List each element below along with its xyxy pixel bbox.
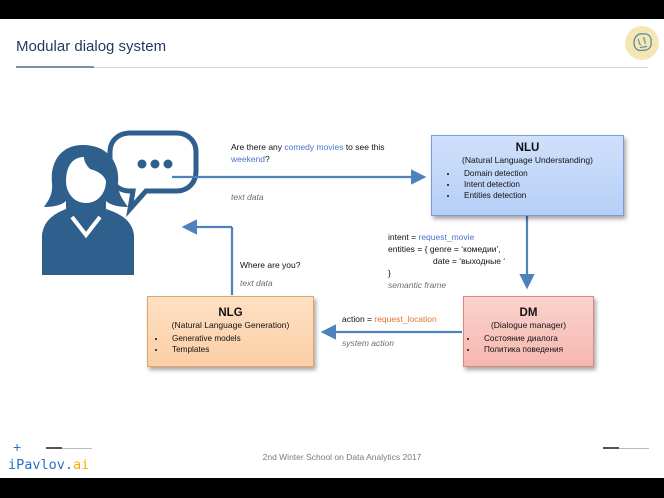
nlg-title: NLG — [218, 307, 243, 319]
brand-main: iPavlov. — [8, 457, 74, 473]
query-part: to see this — [343, 142, 385, 152]
frame-intent-key: intent = — [388, 232, 419, 242]
query-part: ? — [265, 154, 270, 164]
footer-deco-line — [603, 448, 649, 449]
nlu-title: NLU — [515, 142, 540, 154]
nlg-list: Generative models Templates — [148, 333, 313, 355]
nlu-subtitle: (Natural Language Understanding) — [462, 155, 593, 165]
frame-close: } — [388, 268, 391, 278]
dm-subtitle: (Dialogue manager) — [490, 320, 567, 330]
title-divider-accent — [16, 66, 94, 68]
brand-ai: ai — [73, 457, 90, 473]
dm-list: Состояние диалога Политика поведения — [464, 333, 593, 355]
nlg-box: NLG (Natural Language Generation) Genera… — [147, 296, 314, 367]
nlu-item: Intent detection — [458, 179, 623, 190]
nlu-item: Domain detection — [458, 168, 623, 179]
reply-text: Where are you? — [240, 260, 301, 270]
user-query-text: Are there any comedy movies to see this … — [231, 141, 411, 165]
nlg-item: Templates — [166, 344, 313, 355]
flow-arrows — [172, 169, 535, 340]
brand-logo: iPavlov.ai — [8, 457, 89, 473]
query-part: Are there any — [231, 142, 285, 152]
brain-logo-icon — [625, 26, 659, 60]
dm-item: Политика поведения — [478, 344, 593, 355]
nlg-subtitle: (Natural Language Generation) — [171, 320, 290, 330]
nlu-item: Entities detection — [458, 190, 623, 201]
query-highlight-genre: comedy movies — [284, 142, 344, 152]
frame-date: date = ‘выходные ‘ — [433, 256, 506, 266]
semantic-frame-text: intent = request_movie entities = { genr… — [388, 231, 528, 291]
nlu-list: Domain detection Intent detection Entiti… — [432, 168, 623, 201]
footer-deco-line — [603, 447, 619, 449]
footer-deco-line — [46, 447, 62, 449]
reply-label: text data — [240, 278, 273, 288]
semantic-frame-label: semantic frame — [388, 280, 447, 290]
frame-intent-value: request_movie — [418, 232, 475, 242]
nlu-box: NLU (Natural Language Understanding) Dom… — [431, 135, 624, 216]
user-speech-icon — [42, 130, 199, 275]
action-value: request_location — [374, 314, 437, 324]
dm-title: DM — [519, 307, 538, 319]
system-action-label: system action — [342, 338, 394, 348]
slide: Modular dialog system NLU (Natural Langu… — [0, 19, 664, 478]
footer-deco-line — [46, 448, 92, 449]
system-action-text: action = request_location — [342, 313, 437, 325]
query-highlight-date: weekend — [231, 154, 266, 164]
dm-box: DM (Dialogue manager) Состояние диалога … — [463, 296, 594, 367]
dm-item: Состояние диалога — [478, 333, 593, 344]
footer-text: 2nd Winter School on Data Analytics 2017 — [262, 452, 422, 462]
plus-icon: + — [13, 439, 22, 455]
user-query-label: text data — [231, 192, 264, 202]
slide-title: Modular dialog system — [16, 38, 167, 55]
title-divider — [16, 67, 648, 68]
frame-entities: entities = { genre = ‘комедии’, — [388, 244, 501, 254]
action-key: action = — [342, 314, 375, 324]
nlg-item: Generative models — [166, 333, 313, 344]
